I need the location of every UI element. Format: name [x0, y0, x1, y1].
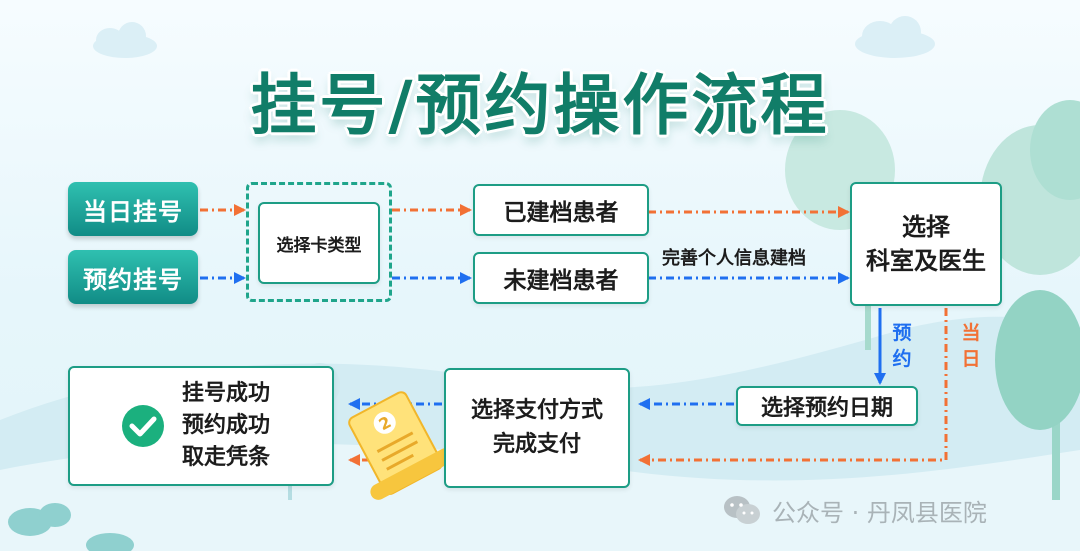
- branch-appointment-label: 预 约: [890, 320, 914, 372]
- branch-same-day-char-2: 日: [961, 348, 981, 370]
- dept-doctor-line-1: 选择: [902, 213, 950, 241]
- step-unregistered-patient: 未建档患者: [473, 252, 649, 304]
- arrow-dept-to-payment-sameday: [638, 308, 948, 466]
- payment-lines: 选择支付方式 完成支付: [471, 394, 603, 462]
- wechat-icon: [724, 496, 760, 524]
- bush-left: [8, 503, 134, 551]
- step-choose-card: 选择卡类型: [258, 202, 380, 284]
- note-complete-info: 完善个人信息建档: [662, 248, 806, 269]
- payment-line-1: 选择支付方式: [470, 398, 603, 423]
- branch-appointment-char-1: 预: [892, 322, 912, 344]
- watermark-text: 公众号 · 丹凤县医院: [772, 498, 987, 527]
- dept-doctor-line-2: 科室及医生: [866, 247, 986, 275]
- watermark: 公众号 · 丹凤县医院: [722, 490, 1062, 530]
- step-same-day: 当日挂号: [68, 182, 198, 236]
- branch-same-day-char-1: 当: [961, 322, 981, 344]
- payment-line-2: 完成支付: [492, 432, 581, 457]
- success-line-2: 预约成功: [182, 413, 271, 438]
- step-select-payment: 选择支付方式 完成支付: [444, 368, 630, 488]
- step-success: 挂号成功 预约成功 取走凭条: [68, 366, 334, 486]
- branch-appointment-char-2: 约: [892, 348, 912, 370]
- step-appointment: 预约挂号: [68, 250, 198, 304]
- cloud-right: [855, 16, 935, 58]
- step-select-dept-doctor: 选择 科室及医生: [850, 182, 1002, 306]
- success-line-1: 挂号成功: [182, 381, 271, 406]
- cloud-left: [93, 22, 157, 58]
- success-lines: 挂号成功 预约成功 取走凭条: [182, 378, 270, 474]
- step-registered-patient: 已建档患者: [473, 184, 649, 236]
- step-select-date: 选择预约日期: [736, 386, 918, 426]
- branch-same-day-label: 当 日: [959, 320, 983, 372]
- check-circle-icon: [122, 405, 164, 447]
- success-line-3: 取走凭条: [182, 445, 271, 470]
- ticket-icon: 2: [348, 391, 454, 500]
- tree-right: [980, 100, 1080, 500]
- card-type-group: [246, 182, 392, 302]
- dept-doctor-lines: 选择 科室及医生: [866, 210, 986, 278]
- page-title: 挂号/预约操作流程: [250, 67, 830, 144]
